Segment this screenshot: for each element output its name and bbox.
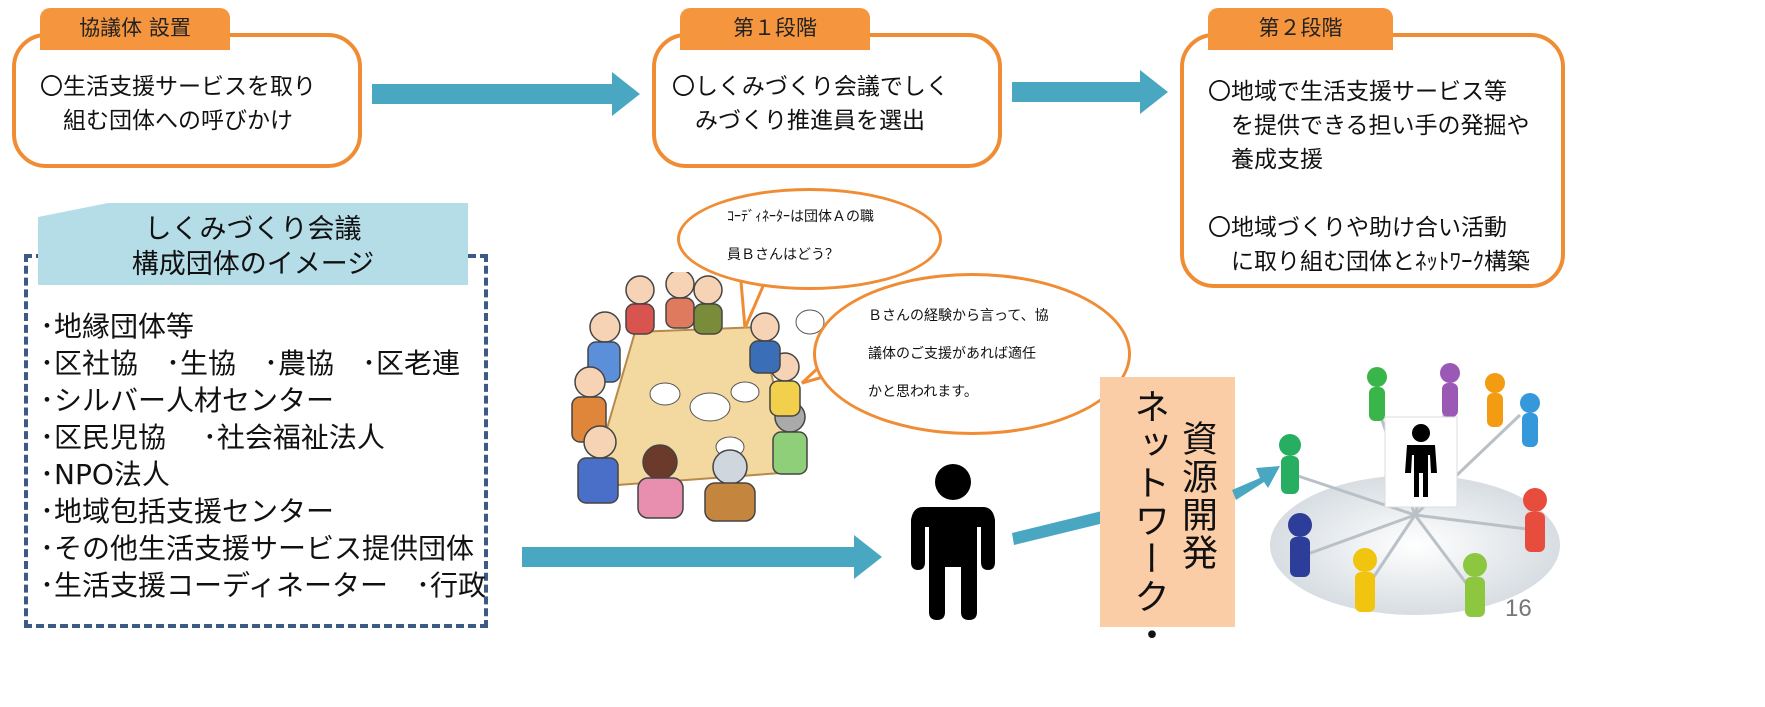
speech-bubble-2 xyxy=(813,273,1131,435)
speech-bubble-1-text: ｺｰﾃﾞｨﾈｰﾀｰは団体Ａの職 員Ｂさんはどう？ xyxy=(727,209,874,263)
arrow-right-1 xyxy=(372,72,640,116)
stage-text-2: 〇しくみづくり会議でしく みづくり推進員を選出 xyxy=(672,74,949,134)
members-panel-header xyxy=(38,203,468,285)
resource-dev-label: 資源開発 xyxy=(1176,420,1217,572)
members-list: ･地縁団体等 ･区社協 ･生協 ･農協 ･区老連 ･シルバー人材センター ･区民… xyxy=(40,308,490,604)
person-icon xyxy=(911,464,995,620)
stage-tab-3: 第２段階 xyxy=(1208,8,1393,50)
network-label-bg xyxy=(1100,377,1235,627)
arrow-right-2 xyxy=(1012,70,1168,114)
members-title-line2: 構成団体のイメージ xyxy=(131,249,375,280)
list-item: ･地縁団体等 xyxy=(40,310,195,343)
list-item: ･地域包括支援センター xyxy=(40,495,335,528)
stage-box-3 xyxy=(1180,33,1565,288)
network-people-icon xyxy=(1270,363,1560,617)
arrow-diagonal-1 xyxy=(1012,511,1104,545)
list-item: ･生活支援コーディネーター ･行政 xyxy=(40,569,487,602)
list-item: ･その他生活支援サービス提供団体 xyxy=(40,532,475,565)
stage-tab-2: 第１段階 xyxy=(680,8,870,50)
list-item: ･シルバー人材センター xyxy=(40,384,335,417)
list-item: ･区民児協 ･社会福祉法人 xyxy=(40,421,385,454)
stage-text-3: 〇地域で生活支援サービス等 を提供できる担い手の発掘や 養成支援 〇地域づくりや… xyxy=(1208,79,1530,275)
stage-text-1: 〇生活支援サービスを取り 組む団体への呼びかけ xyxy=(40,74,316,134)
meeting-illustration xyxy=(571,272,825,522)
list-item: ･NPO法人 xyxy=(40,458,170,491)
page-number: 16 xyxy=(1505,595,1532,622)
stage-box-2 xyxy=(652,33,1002,168)
members-title-line1: しくみづくり会議 xyxy=(144,214,362,245)
arrow-right-3 xyxy=(522,535,882,579)
arrow-diagonal-2 xyxy=(1232,466,1280,500)
speech-bubble-2-text: Ｂさんの経験から言って、協 議体のご支援があれば適任 かと思われます。 xyxy=(868,308,1049,400)
network-label: ネットワーク・ xyxy=(1128,388,1169,654)
speech-bubble-1 xyxy=(677,188,942,290)
list-item: ･区社協 ･生協 ･農協 ･区老連 xyxy=(40,347,461,380)
stage-tab-1: 協議体 設置 xyxy=(40,8,230,50)
